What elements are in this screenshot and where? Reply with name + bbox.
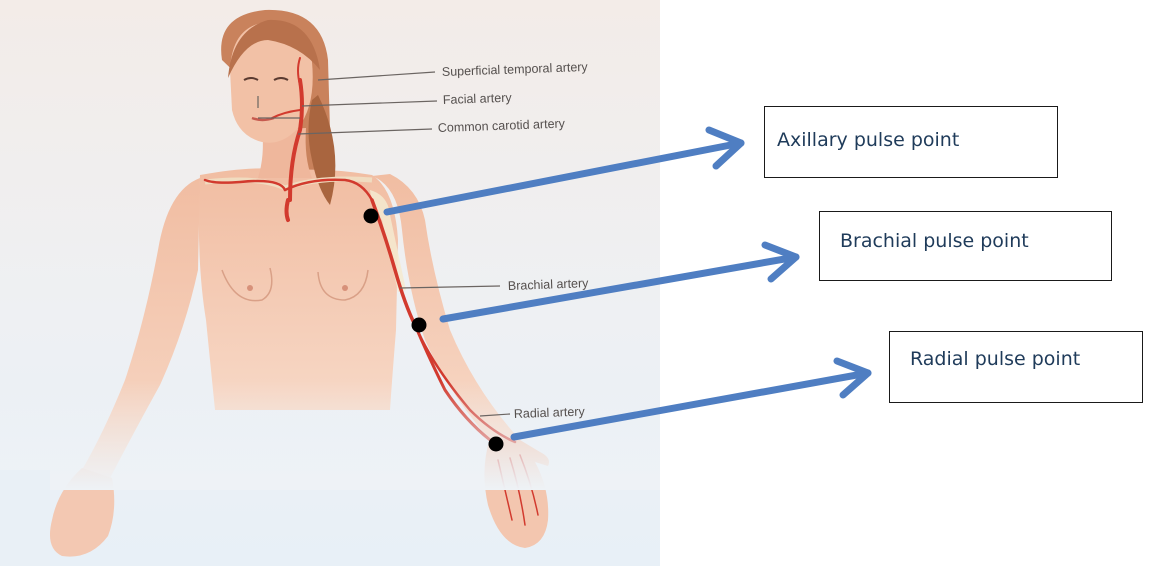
radial-pulse-dot [489, 437, 504, 452]
axillary-pulse-dot [364, 209, 379, 224]
radial-artery-label: Radial artery [514, 405, 586, 421]
axillary-pulse-point-label: Axillary pulse point [765, 107, 1057, 177]
facial-artery-label: Facial artery [443, 91, 513, 107]
brachial-artery-label: Brachial artery [508, 276, 590, 293]
brachial-pulse-point-box: Brachial pulse point [819, 211, 1112, 281]
radial-pulse-point-box: Radial pulse point [889, 331, 1143, 403]
axillary-pulse-point-box: Axillary pulse point [764, 106, 1058, 178]
brachial-pulse-dot [412, 318, 427, 333]
radial-pulse-point-label: Radial pulse point [890, 332, 1142, 402]
brachial-pulse-point-label: Brachial pulse point [820, 212, 1111, 280]
